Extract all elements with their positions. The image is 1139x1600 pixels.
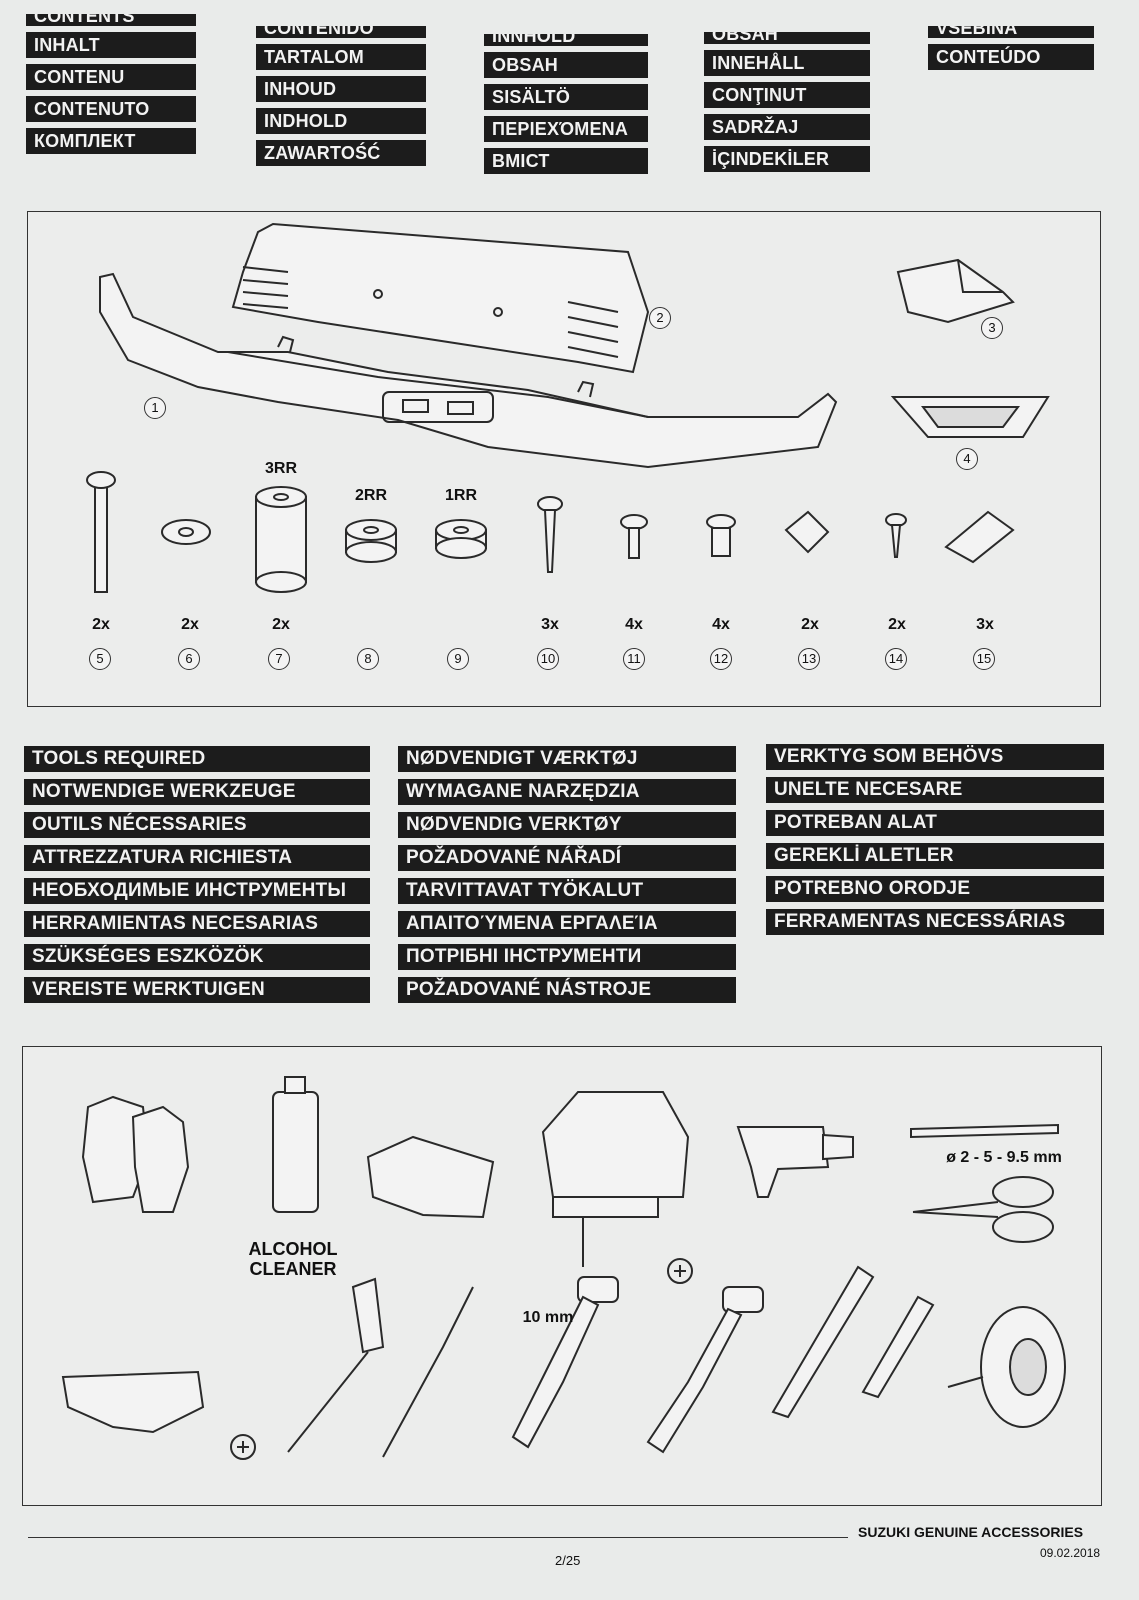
part-number: 13 xyxy=(798,648,820,670)
part-number: 15 xyxy=(973,648,995,670)
spacer-label-3rr: 3RR xyxy=(264,460,297,477)
contents-label: INNHOLD xyxy=(484,34,648,46)
part-number: 14 xyxy=(885,648,907,670)
part-number: 9 xyxy=(447,648,469,670)
tools-label: SZÜKSÉGES ESZKÖZÖK xyxy=(24,944,370,970)
part-quantity: 3x xyxy=(976,616,994,633)
tools-label: POTREBAN ALAT xyxy=(766,810,1104,836)
contents-label: ΠΕΡΙΕΧΌΜΕΝΑ xyxy=(484,116,648,142)
footer-divider xyxy=(28,1537,848,1538)
contents-label: İÇINDEKİLER xyxy=(704,146,870,172)
part-quantity: 4x xyxy=(625,616,643,633)
alcohol-cleaner-caption: ALCOHOL CLEANER xyxy=(248,1239,338,1279)
part-number: 8 xyxy=(357,648,379,670)
tools-label: HERRAMIENTAS NECESARIAS xyxy=(24,911,370,937)
tools-label: WYMAGANE NARZĘDZIA xyxy=(398,779,736,805)
tools-frame: ALCOHOL CLEANER ø 2 - 5 - 9.5 mm 10 mm xyxy=(22,1046,1102,1506)
contents-col-3: INNHOLD OBSAH SISÄLTÖ ΠΕΡΙΕΧΌΜΕΝΑ ВМІСТ xyxy=(484,34,648,174)
spacer-label-1rr: 1RR xyxy=(444,487,477,504)
tools-label: OUTILS NÉCESSARIES xyxy=(24,812,370,838)
socket-size-caption: 10 mm xyxy=(522,1309,574,1326)
contents-label: CONTENIDO xyxy=(256,26,426,38)
tools-label: FERRAMENTAS NECESSÁRIAS xyxy=(766,909,1104,935)
contents-label: SISÄLTÖ xyxy=(484,84,648,110)
part-number: 4 xyxy=(956,448,978,470)
contents-label: VSEBINA xyxy=(928,26,1094,38)
part-quantity: 2x xyxy=(272,616,290,633)
tools-label: VEREISTE WERKTUIGEN xyxy=(24,977,370,1003)
contents-label: TARTALOM xyxy=(256,44,426,70)
part-number: 3 xyxy=(981,317,1003,339)
part-number: 6 xyxy=(178,648,200,670)
drill-bits-caption: ø 2 - 5 - 9.5 mm xyxy=(946,1149,1062,1166)
tools-label: ПОТРІБНІ ІНСТРУМЕНТИ xyxy=(398,944,736,970)
contents-col-1: CONTENTS INHALT CONTENU CONTENUTO КОМПЛЕ… xyxy=(26,14,196,154)
contents-label: INHALT xyxy=(26,32,196,58)
part-number: 5 xyxy=(89,648,111,670)
contents-col-5: VSEBINA CONTEÚDO xyxy=(928,26,1094,70)
tools-label: UNELTE NECESARE xyxy=(766,777,1104,803)
contents-label: CONTEÚDO xyxy=(928,44,1094,70)
tools-label: NØDVENDIGT VÆRKTØJ xyxy=(398,746,736,772)
part-number: 1 xyxy=(144,397,166,419)
contents-label: CONTENU xyxy=(26,64,196,90)
part-quantity: 2x xyxy=(888,616,906,633)
part-number: 10 xyxy=(537,648,559,670)
tools-label: НЕОБХОДИМЫЕ ИНСТРУМЕНТЫ xyxy=(24,878,370,904)
page-number: 2/25 xyxy=(555,1553,581,1568)
tools-label: GEREKLİ ALETLER xyxy=(766,843,1104,869)
contents-label: OBSAH xyxy=(484,52,648,78)
part-number: 12 xyxy=(710,648,732,670)
tools-col-2: NØDVENDIGT VÆRKTØJ WYMAGANE NARZĘDZIA NØ… xyxy=(398,746,736,1003)
part-quantity: 3x xyxy=(541,616,559,633)
contents-label: OBSAH xyxy=(704,32,870,44)
contents-label: CONŢINUT xyxy=(704,82,870,108)
tools-label: NØDVENDIG VERKTØY xyxy=(398,812,736,838)
contents-label: INDHOLD xyxy=(256,108,426,134)
spacer-label-2rr: 2RR xyxy=(354,487,387,504)
part-quantity: 2x xyxy=(801,616,819,633)
part-number: 11 xyxy=(623,648,645,670)
part-quantity: 2x xyxy=(92,616,110,633)
contents-label: CONTENTS xyxy=(26,14,196,26)
part-quantity: 4x xyxy=(712,616,730,633)
tools-label: ATTREZZATURA RICHIESTA xyxy=(24,845,370,871)
contents-label: ВМІСТ xyxy=(484,148,648,174)
document-date: 09.02.2018 xyxy=(1040,1546,1101,1560)
contents-label: CONTENUTO xyxy=(26,96,196,122)
tools-label: TARVITTAVAT TYÖKALUT xyxy=(398,878,736,904)
contents-label: ZAWARTOŚĆ xyxy=(256,140,426,166)
contents-label: КОМПЛЕКТ xyxy=(26,128,196,154)
tools-label: VERKTYG SOM BEHÖVS xyxy=(766,744,1104,770)
tools-label: POŽADOVANÉ NÁŘADÍ xyxy=(398,845,736,871)
part-number: 2 xyxy=(649,307,671,329)
tools-label: POŽADOVANÉ NÁSTROJE xyxy=(398,977,736,1003)
parts-frame: 3RR 2RR 1RR 2x 2x 2x 3x 4x 4x 2x 2x 3x 1… xyxy=(27,211,1101,707)
part-number: 7 xyxy=(268,648,290,670)
contents-label: INNEHÅLL xyxy=(704,50,870,76)
bumper-diffuser-illustration xyxy=(86,222,1050,593)
tools-col-1: TOOLS REQUIRED NOTWENDIGE WERKZEUGE OUTI… xyxy=(24,746,370,1003)
brand-name: SUZUKI GENUINE ACCESSORIES xyxy=(858,1524,1084,1540)
tools-col-3: VERKTYG SOM BEHÖVS UNELTE NECESARE POTRE… xyxy=(766,744,1104,935)
tools-label: TOOLS REQUIRED xyxy=(24,746,370,772)
tools-illustration xyxy=(61,1076,1066,1460)
tools-label: POTREBNO ORODJE xyxy=(766,876,1104,902)
tools-label: NOTWENDIGE WERKZEUGE xyxy=(24,779,370,805)
contents-col-4: OBSAH INNEHÅLL CONŢINUT SADRŽAJ İÇINDEKİ… xyxy=(704,32,870,172)
contents-col-2: CONTENIDO TARTALOM INHOUD INDHOLD ZAWART… xyxy=(256,26,426,166)
tools-label: ΑΠΑΙΤΟΎΜΕΝΑ ΕΡΓΑΛΕΊΑ xyxy=(398,911,736,937)
contents-label: INHOUD xyxy=(256,76,426,102)
contents-label: SADRŽAJ xyxy=(704,114,870,140)
part-quantity: 2x xyxy=(181,616,199,633)
